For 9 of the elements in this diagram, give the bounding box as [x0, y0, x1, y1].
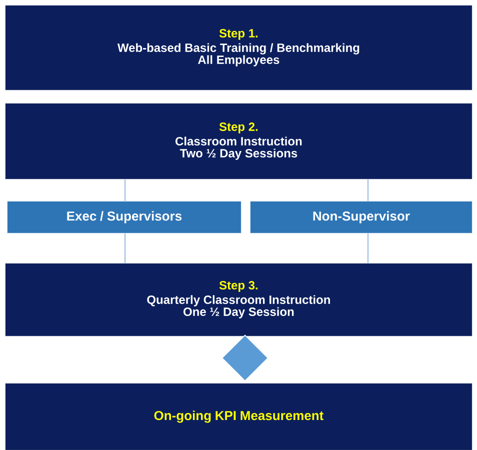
connector-line [124, 179, 126, 202]
group-box: Non-Supervisor [250, 201, 472, 234]
diamond-symbol [222, 334, 268, 382]
result-box: On-going KPI Measurement [5, 383, 472, 450]
step-box: Step 2. Classroom Instruction Two ½ Day Sessions [5, 103, 472, 180]
step-box: Step 3. Quarterly Classroom Instruction One ½ Day Session [5, 263, 472, 336]
step-box: Step 1. Web-based Basic Training / Benchmarking All Employees [5, 5, 472, 90]
connector-line [124, 233, 126, 264]
group-box: Exec / Supervisors [7, 201, 242, 234]
